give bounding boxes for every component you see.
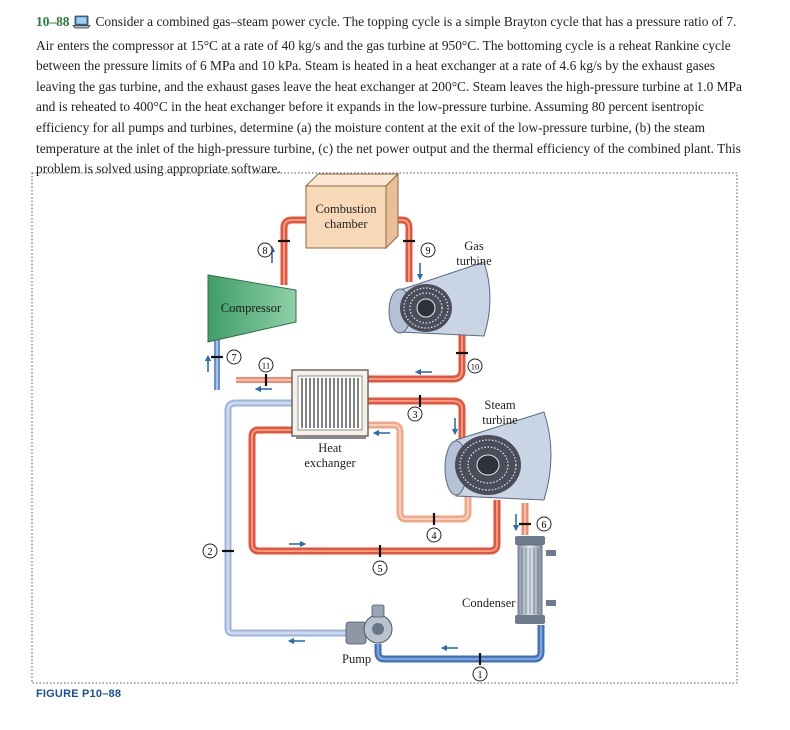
state-label-7: 7 xyxy=(226,349,242,365)
compressor-label: Compressor xyxy=(221,301,282,315)
combustion-label-line2: chamber xyxy=(324,217,368,231)
pump-label: Pump xyxy=(342,652,371,666)
pipe-state-1 xyxy=(374,625,545,663)
state-label-2: 2 xyxy=(202,543,218,559)
state-label-1: 1 xyxy=(472,666,488,682)
figure-caption: FIGURE P10–88 xyxy=(36,688,122,700)
compressor: Compressor xyxy=(207,274,297,343)
gas-turbine-label-line2: turbine xyxy=(456,254,492,268)
condenser: Condenser xyxy=(462,536,556,624)
combustion-chamber: Combustion chamber xyxy=(304,172,400,250)
state-label-6: 6 xyxy=(536,516,552,532)
gas-turbine-label-line1: Gas xyxy=(464,239,484,253)
flow-arrows xyxy=(204,245,520,652)
problem-number: 10–88 xyxy=(36,14,70,29)
svg-text:4: 4 xyxy=(432,531,437,542)
heat-exchanger-label-line1: Heat xyxy=(318,441,342,455)
svg-text:6: 6 xyxy=(542,520,547,531)
heat-exchanger: Heat exchanger xyxy=(291,369,369,470)
combustion-label-line1: Combustion xyxy=(315,202,377,216)
state-label-9: 9 xyxy=(420,242,436,258)
steam-turbine: Steam turbine xyxy=(444,398,552,501)
condenser-label: Condenser xyxy=(462,596,516,610)
svg-text:8: 8 xyxy=(263,246,268,257)
svg-text:2: 2 xyxy=(208,547,213,558)
gas-turbine: Gas turbine xyxy=(388,239,492,337)
svg-text:7: 7 xyxy=(232,353,237,364)
state-label-11: 11 xyxy=(258,357,274,373)
pipe-state-8 xyxy=(280,216,308,285)
state-label-4: 4 xyxy=(426,527,442,543)
svg-text:10: 10 xyxy=(471,362,480,372)
svg-text:9: 9 xyxy=(426,246,431,257)
state-label-10: 10 xyxy=(467,358,483,374)
heat-exchanger-label-line2: exchanger xyxy=(304,456,356,470)
svg-text:1: 1 xyxy=(478,670,483,681)
figure-frame xyxy=(31,172,738,684)
steam-turbine-label-line1: Steam xyxy=(484,398,516,412)
state-label-3: 3 xyxy=(407,406,423,422)
pump: Pump xyxy=(342,604,393,666)
problem-text: Consider a combined gas–steam power cycl… xyxy=(36,14,742,177)
svg-text:11: 11 xyxy=(262,361,270,371)
steam-turbine-label-line2: turbine xyxy=(482,413,518,427)
state-ticks xyxy=(211,239,531,665)
laptop-icon xyxy=(72,15,92,36)
state-label-8: 8 xyxy=(257,242,273,258)
svg-text:5: 5 xyxy=(378,564,383,575)
svg-text:3: 3 xyxy=(413,410,418,421)
pipe-state-10 xyxy=(368,330,466,383)
state-label-5: 5 xyxy=(372,560,388,576)
